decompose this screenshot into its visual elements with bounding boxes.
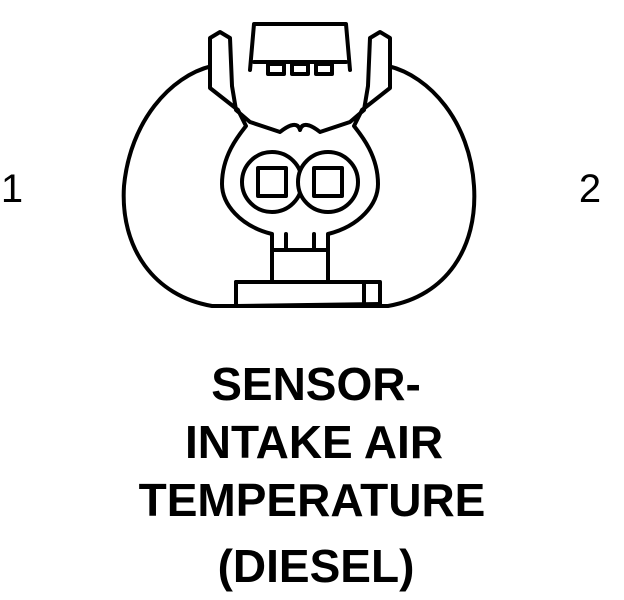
title-line-1: SENSOR- — [211, 358, 421, 410]
locking-tab-slot-2 — [290, 62, 310, 76]
terminal-pin-1 — [256, 166, 288, 198]
locking-tab — [248, 22, 352, 72]
title-line-3: TEMPERATURE — [139, 474, 486, 526]
locking-tab-slot-1 — [266, 62, 286, 76]
locking-tab-slot-3 — [314, 62, 334, 76]
title-line-2: INTAKE AIR — [185, 416, 443, 468]
terminal-cavities — [240, 150, 360, 214]
title-line-4: (DIESEL) — [218, 540, 415, 592]
pin-label-2: 2 — [579, 167, 601, 211]
connector-oval-left — [121, 64, 238, 308]
terminal-pin-2 — [312, 166, 344, 198]
connector-oval-right — [378, 64, 477, 308]
connector-outline — [121, 64, 477, 308]
pin-label-1: 1 — [1, 167, 23, 211]
connector-housing — [208, 22, 392, 308]
housing-base-bar — [234, 280, 382, 308]
diagram-title: SENSOR- INTAKE AIR TEMPERATURE (DIESEL) — [139, 358, 486, 592]
